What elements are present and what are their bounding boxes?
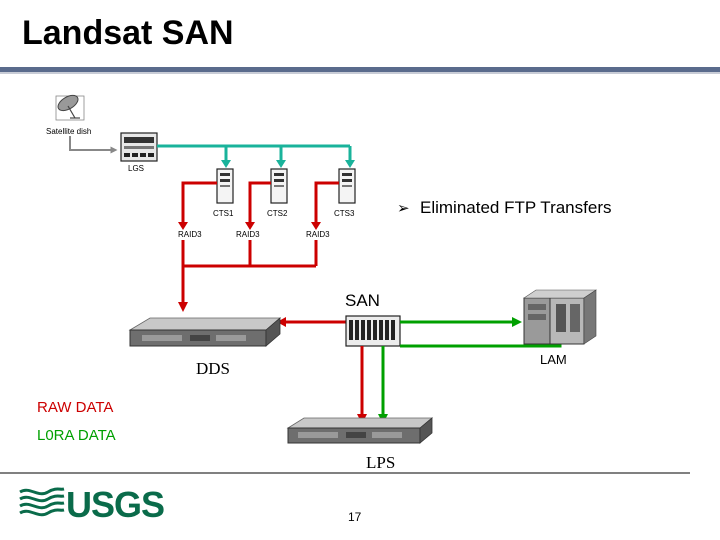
page-title: Landsat SAN xyxy=(22,14,234,52)
cts3-server-icon xyxy=(338,168,356,204)
lgs-to-cts-links xyxy=(157,144,352,163)
satellite-dish-icon xyxy=(55,94,85,121)
cts1-label: CTS1 xyxy=(213,209,234,218)
dds-arrowhead xyxy=(178,302,188,312)
cts2-raid-link xyxy=(248,181,271,226)
page-number: 17 xyxy=(348,510,362,524)
dds-label: DDS xyxy=(196,359,230,378)
bullet-point: ➢ Eliminated FTP Transfers xyxy=(397,198,611,217)
legend-raw-data: RAW DATA xyxy=(37,399,114,416)
title-rule-shadow xyxy=(0,72,720,74)
lps-server-icon xyxy=(286,417,434,444)
raid1-label: RAID3 xyxy=(178,230,202,239)
lam-label: LAM xyxy=(540,352,567,367)
cts2-label: CTS2 xyxy=(267,209,288,218)
cts3-raid-link xyxy=(314,181,339,226)
satellite-dish-label: Satellite dish xyxy=(46,127,91,136)
dds-server-icon xyxy=(128,317,282,347)
raid3-label: RAID3 xyxy=(306,230,330,239)
legend-l0ra-data: L0RA DATA xyxy=(37,427,116,444)
usgs-logo: USGS xyxy=(19,484,165,525)
usgs-wordmark: USGS xyxy=(66,484,164,525)
raid2-label: RAID3 xyxy=(236,230,260,239)
teal-arrowheads xyxy=(221,160,355,168)
dish-to-lgs-link xyxy=(69,136,118,154)
lps-label: LPS xyxy=(366,453,395,472)
bullet-text: Eliminated FTP Transfers xyxy=(420,198,611,217)
cts1-server-icon xyxy=(216,168,234,204)
san-label: SAN xyxy=(345,291,380,310)
san-switch-icon xyxy=(345,315,401,347)
lam-arrowhead xyxy=(512,317,522,327)
cts2-server-icon xyxy=(270,168,288,204)
raid-arrowheads xyxy=(178,222,321,230)
cts1-raid-link xyxy=(181,181,217,226)
san-dds-arrowhead xyxy=(277,317,286,327)
title-rule-bar xyxy=(0,67,720,74)
title-rule xyxy=(0,67,720,74)
arrow-bullet-icon: ➢ xyxy=(397,199,410,217)
cts3-label: CTS3 xyxy=(334,209,355,218)
lgs-server-icon xyxy=(120,132,158,162)
lgs-label: LGS xyxy=(128,164,144,173)
lam-library-icon xyxy=(523,289,597,345)
raw-data-links xyxy=(181,181,339,268)
